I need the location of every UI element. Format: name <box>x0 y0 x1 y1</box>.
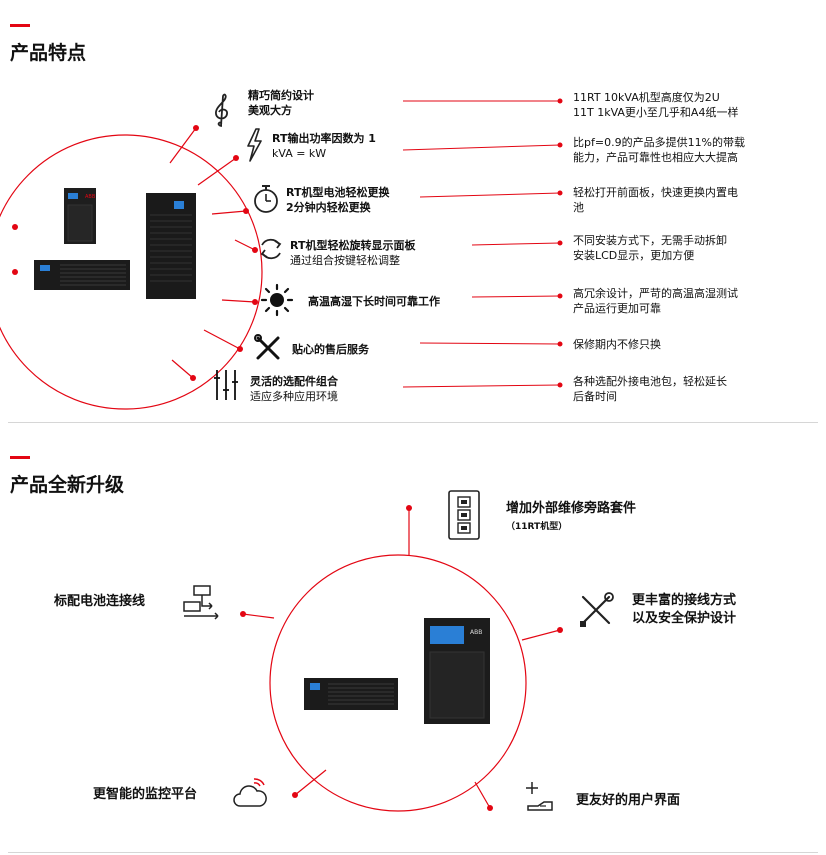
desc-line: 后备时间 <box>573 390 617 403</box>
feature-sub: 通过组合按键轻松调整 <box>290 254 400 267</box>
ups-rack-unit <box>304 678 398 710</box>
upgrade-line: 更丰富的接线方式 <box>632 593 737 608</box>
desc-line: 能力，产品可靠性也相应大大提高 <box>573 151 738 164</box>
upgrade-wiring: 更丰富的接线方式 以及安全保护设计 <box>632 592 736 628</box>
ups-tower-large <box>146 193 196 299</box>
feature-desc-options: 各种选配外接电池包，轻松延长 后备时间 <box>573 374 727 404</box>
features-diagram <box>0 98 563 410</box>
sun-icon <box>260 283 294 317</box>
treble-clef-icon <box>215 93 228 127</box>
feature-rotate-panel: RT机型轻松旋转显示面板 通过组合按键轻松调整 <box>290 238 415 268</box>
ups-products-image: ABB <box>34 188 196 299</box>
feature-title: 高温高湿下长时间可靠工作 <box>308 295 440 308</box>
feature-title: 灵活的选配件组合 <box>250 375 338 388</box>
feature-design: 精巧简约设计 美观大方 <box>248 88 314 118</box>
feature-sub: 2分钟内轻松更换 <box>286 201 371 214</box>
feature-desc-high-temp: 高冗余设计，严苛的高温高湿测试 产品运行更加可靠 <box>573 286 738 316</box>
ups-products-image-2: ABB <box>304 618 490 724</box>
wrench-screwdriver-icon <box>580 592 614 627</box>
upgrade-battery-cable: 标配电池连接线 <box>54 594 146 609</box>
feature-sub: 适应多种应用环境 <box>250 390 338 403</box>
feature-desc-service: 保修期内不修只换 <box>573 337 661 352</box>
bypass-switch-icon <box>448 490 480 540</box>
desc-line: 高冗余设计，严苛的高温高湿测试 <box>573 287 738 300</box>
ups-rack-unit <box>34 260 130 290</box>
feature-options: 灵活的选配件组合 适应多种应用环境 <box>250 374 338 404</box>
feature-title: RT输出功率因数为 1 <box>272 132 376 145</box>
feature-sub: 美观大方 <box>248 104 292 117</box>
battery-cable-icon <box>183 585 219 620</box>
feature-desc-battery-swap: 轻松打开前面板，快速更换内置电 池 <box>573 185 738 215</box>
hand-touch-icon <box>526 782 553 811</box>
desc-line: 池 <box>573 201 584 214</box>
desc-line: 轻松打开前面板，快速更换内置电 <box>573 186 738 199</box>
feature-desc-power-factor: 比pf=0.9的产品多提供11%的带载 能力，产品可靠性也相应大大提高 <box>573 135 745 165</box>
ups-tower-small: ABB <box>64 188 96 244</box>
section-divider <box>8 422 818 423</box>
feature-service: 贴心的售后服务 <box>292 342 369 357</box>
feature-title: RT机型轻松旋转显示面板 <box>290 239 416 252</box>
feature-desc-rotate-panel: 不同安装方式下，无需手动拆卸 安装LCD显示，更加方便 <box>573 233 727 263</box>
feature-title: 精巧简约设计 <box>248 89 314 102</box>
feature-desc-design: 11RT 10kVA机型高度仅为2U 11T 1kVA更小至几乎和A4纸一样 <box>573 90 738 120</box>
upgrade-title: 增加外部维修旁路套件 <box>506 501 637 516</box>
feature-sub: kVA = kW <box>272 147 327 160</box>
upgrade-monitor: 更智能的监控平台 <box>93 787 198 802</box>
desc-line: 比pf=0.9的产品多提供11%的带载 <box>573 136 746 149</box>
feature-high-temp: 高温高湿下长时间可靠工作 <box>308 294 440 309</box>
upgrade-sub: （11RT机型） <box>506 522 568 532</box>
section-accent-bar <box>10 456 30 459</box>
feature-title: RT机型电池轻松更换 <box>286 186 390 199</box>
desc-line: 不同安装方式下，无需手动拆卸 <box>573 234 727 247</box>
svg-text:ABB: ABB <box>85 194 96 200</box>
upgrade-bypass: 增加外部维修旁路套件 （11RT机型） <box>506 500 636 536</box>
desc-line: 安装LCD显示，更加方便 <box>573 249 695 262</box>
desc-line: 产品运行更加可靠 <box>573 302 661 315</box>
rotate-icon <box>260 238 282 260</box>
desc-line: 11RT 10kVA机型高度仅为2U <box>573 91 720 104</box>
desc-line: 保修期内不修只换 <box>573 338 661 351</box>
feature-power-factor: RT输出功率因数为 1 kVA = kW <box>272 131 376 161</box>
ups-tower: ABB <box>424 618 490 724</box>
section-divider <box>8 852 818 853</box>
sliders-icon <box>214 370 238 400</box>
section-title-upgrades: 产品全新升级 <box>10 474 125 496</box>
stopwatch-icon <box>254 185 278 213</box>
feature-title: 贴心的售后服务 <box>292 343 369 356</box>
section-title-features: 产品特点 <box>10 42 87 64</box>
tools-icon <box>254 334 280 360</box>
section-accent-bar <box>10 24 30 27</box>
upgrade-line: 以及安全保护设计 <box>632 611 737 626</box>
cloud-wifi-icon <box>233 778 267 807</box>
desc-line: 11T 1kVA更小至几乎和A4纸一样 <box>573 106 739 119</box>
upgrade-ui: 更友好的用户界面 <box>576 793 681 808</box>
feature-battery-swap: RT机型电池轻松更换 2分钟内轻松更换 <box>286 185 389 215</box>
svg-text:ABB: ABB <box>470 629 482 636</box>
lightning-icon <box>247 128 262 162</box>
desc-line: 各种选配外接电池包，轻松延长 <box>573 375 727 388</box>
